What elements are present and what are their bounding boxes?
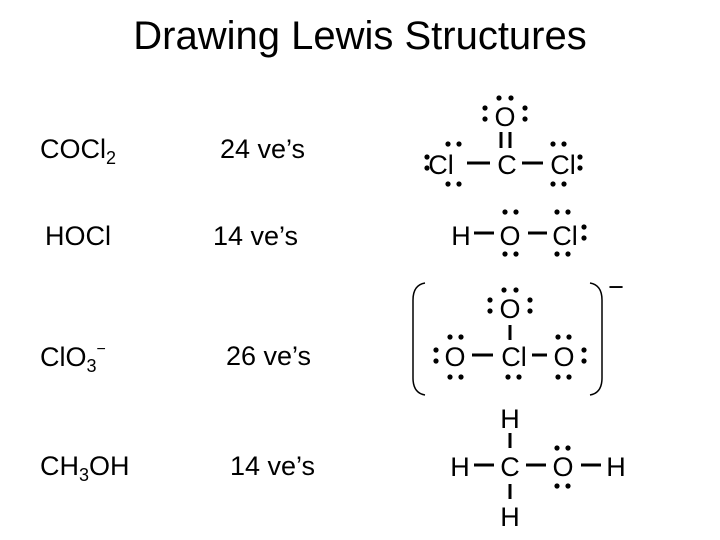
bracket-right <box>589 282 603 396</box>
bracket-left <box>412 282 426 396</box>
atom-o-left: O <box>444 342 465 372</box>
atom-o-top: O <box>494 102 515 132</box>
lewis-structure-ch3oh: H H C O H H <box>450 404 626 532</box>
atom-cl-right: Cl <box>550 150 576 180</box>
formula-cocl2: COCl2 <box>40 134 116 169</box>
ve-count-cocl2: 24 ve’s <box>220 134 306 164</box>
lewis-structure-clo3: − O O Cl O <box>412 272 624 396</box>
formula-ch3oh: CH3OH <box>40 451 130 486</box>
formula-base: CH <box>40 451 79 481</box>
formula-base: COCl <box>40 134 106 164</box>
ve-count-hocl: 14 ve’s <box>213 221 299 251</box>
atom-cl: Cl <box>552 221 578 251</box>
formula-charge: − <box>96 341 106 358</box>
atom-c-center: C <box>497 150 517 180</box>
lone-pairs <box>433 287 587 380</box>
atom-o: O <box>552 452 573 482</box>
atom-o-top: O <box>499 294 520 324</box>
formula-base: ClO <box>40 342 87 372</box>
formula-clo3: ClO3− <box>40 341 106 377</box>
formula-subscript: 2 <box>106 148 117 168</box>
atom-h-right: H <box>606 452 626 482</box>
formula-base: HOCl <box>45 221 111 251</box>
lewis-structure-cocl2: O Cl C Cl <box>424 95 583 187</box>
formula-subscript: 3 <box>86 356 97 376</box>
lone-pairs <box>502 209 587 257</box>
atom-c: C <box>500 452 520 482</box>
atom-cl-center: Cl <box>501 342 527 372</box>
atom-h-top: H <box>500 404 520 434</box>
atom-h: H <box>451 221 471 251</box>
atom-o-right: O <box>553 342 574 372</box>
page-title: Drawing Lewis Structures <box>133 14 587 58</box>
ve-count-clo3: 26 ve’s <box>226 341 312 371</box>
ion-charge: − <box>608 272 624 302</box>
atom-h-left: H <box>450 452 470 482</box>
lone-pairs <box>424 95 583 187</box>
lone-pairs <box>554 445 571 489</box>
ve-count-ch3oh: 14 ve’s <box>230 451 316 481</box>
lewis-structure-hocl: H O Cl <box>451 209 587 257</box>
atom-h-bottom: H <box>500 502 520 532</box>
formula-hocl: HOCl <box>45 221 111 252</box>
formula-subscript: 3 <box>79 465 90 485</box>
atom-cl-left: Cl <box>428 150 454 180</box>
formula-tail: OH <box>89 451 130 481</box>
atom-o: O <box>499 221 520 251</box>
